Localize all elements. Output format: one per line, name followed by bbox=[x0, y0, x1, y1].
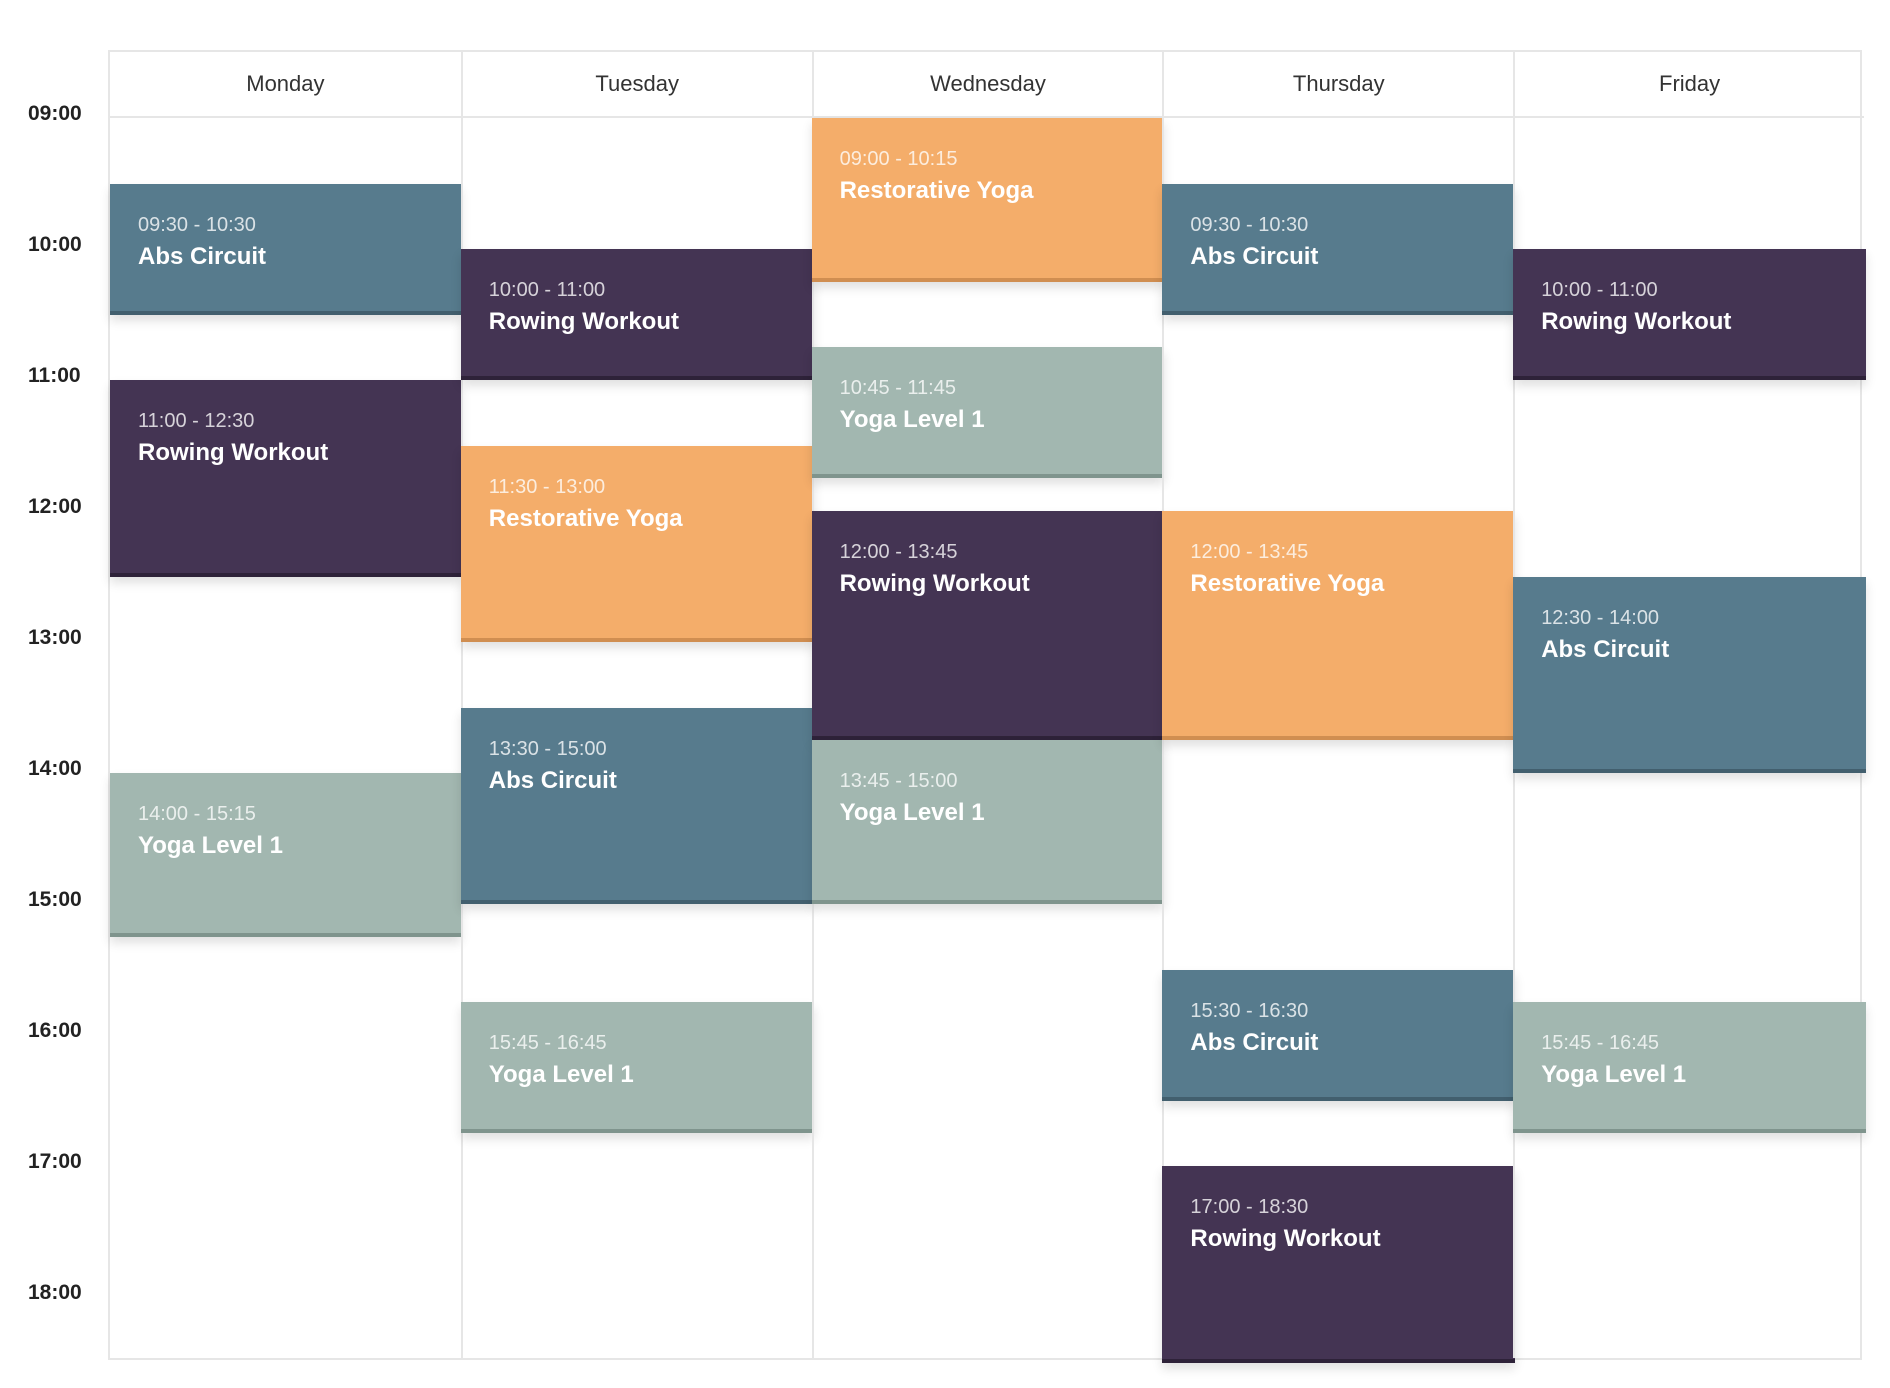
time-label: 10:00 bbox=[28, 233, 82, 256]
day-header: Thursday bbox=[1164, 52, 1514, 118]
event-title: Restorative Yoga bbox=[1190, 570, 1385, 597]
time-label: 14:00 bbox=[28, 757, 82, 780]
day-header: Wednesday bbox=[813, 52, 1163, 118]
event-time: 11:00 - 12:30 bbox=[138, 410, 255, 432]
event-time: 12:00 - 13:45 bbox=[839, 541, 958, 563]
event-title: Yoga Level 1 bbox=[1541, 1061, 1687, 1089]
event-title: Restorative Yoga bbox=[488, 504, 683, 532]
event-title: Rowing Workout bbox=[488, 308, 679, 335]
event-title: Yoga Level 1 bbox=[138, 832, 283, 859]
time-label: 16:00 bbox=[28, 1019, 82, 1042]
event-time: 09:30 - 10:30 bbox=[1190, 213, 1309, 236]
event-time: 13:45 - 15:00 bbox=[839, 770, 958, 793]
event-title: Rowing Workout bbox=[138, 439, 329, 466]
event-title: Yoga Level 1 bbox=[839, 799, 985, 827]
event-title: Abs Circuit bbox=[1190, 1028, 1319, 1056]
day-header: Monday bbox=[110, 52, 461, 118]
event-title: Yoga Level 1 bbox=[488, 1061, 634, 1089]
event-title: Abs Circuit bbox=[1190, 242, 1319, 270]
event-time: 09:00 - 10:15 bbox=[839, 148, 958, 170]
time-label: 17:00 bbox=[28, 1150, 82, 1173]
event-title: Rowing Workout bbox=[1190, 1225, 1381, 1252]
event-time: 12:30 - 14:00 bbox=[1541, 606, 1660, 629]
event-time: 14:00 - 15:15 bbox=[138, 803, 256, 825]
time-label: 09:00 bbox=[28, 102, 82, 125]
event-time: 13:30 - 15:00 bbox=[488, 737, 607, 760]
event-title: Rowing Workout bbox=[839, 570, 1030, 597]
day-header: Tuesday bbox=[462, 52, 812, 118]
event-time: 15:45 - 16:45 bbox=[488, 1032, 607, 1055]
time-label: 18:00 bbox=[28, 1281, 82, 1304]
day-header: Friday bbox=[1515, 52, 1864, 118]
event-time: 10:45 - 11:45 bbox=[839, 377, 956, 400]
event-time: 15:30 - 16:30 bbox=[1190, 999, 1309, 1022]
event-time: 15:45 - 16:45 bbox=[1541, 1032, 1660, 1055]
time-label: 13:00 bbox=[28, 626, 82, 649]
event-time: 17:00 - 18:30 bbox=[1190, 1196, 1309, 1218]
event-time: 12:00 - 13:45 bbox=[1190, 541, 1309, 563]
event-title: Abs Circuit bbox=[1541, 635, 1670, 663]
event-title: Abs Circuit bbox=[138, 242, 267, 270]
event-time: 09:30 - 10:30 bbox=[138, 213, 256, 236]
event-time: 10:00 - 11:00 bbox=[488, 279, 606, 301]
event-title: Yoga Level 1 bbox=[839, 406, 985, 434]
time-label: 12:00 bbox=[28, 495, 82, 518]
time-label: 15:00 bbox=[28, 888, 82, 911]
time-label: 11:00 bbox=[28, 364, 81, 387]
event-time: 11:30 - 13:00 bbox=[488, 475, 606, 498]
event-time: 10:00 - 11:00 bbox=[1541, 279, 1658, 301]
event-title: Restorative Yoga bbox=[839, 177, 1034, 204]
event-title: Abs Circuit bbox=[488, 766, 617, 794]
event-title: Rowing Workout bbox=[1541, 308, 1732, 335]
